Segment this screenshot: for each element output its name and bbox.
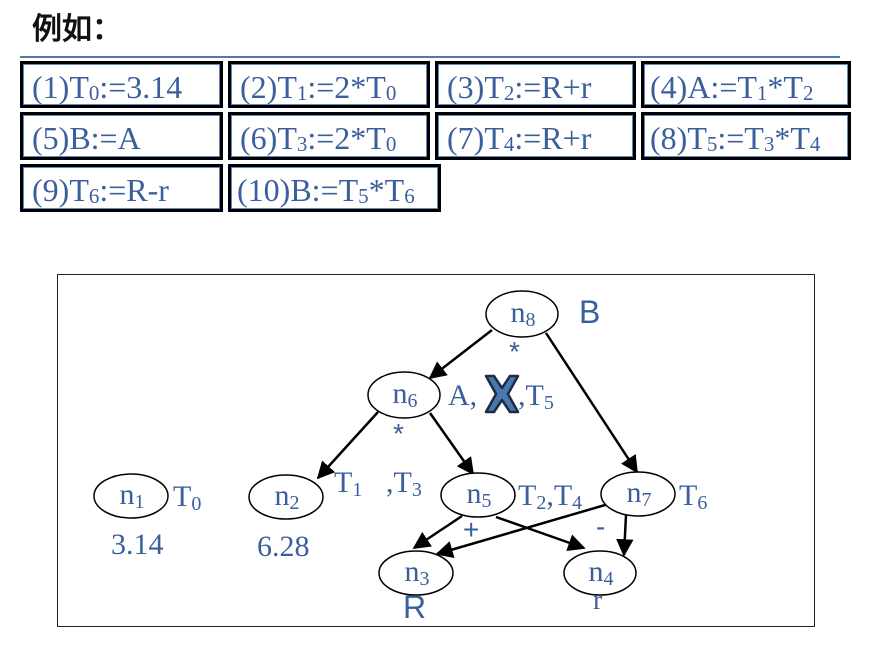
node-label-n1: n1 <box>119 478 145 513</box>
instruction-cell: (6)T3:=2*T0 <box>228 112 430 160</box>
node-label-n8: n8 <box>510 296 536 331</box>
edge-n6-n5 <box>428 412 475 476</box>
n2-value: 6.28 <box>257 530 310 563</box>
n5-identifiers: T2,T4 <box>518 479 583 514</box>
n6-identifiers: A, <box>448 379 478 412</box>
n1-value: 3.14 <box>111 528 164 561</box>
instruction-cell: (7)T4:=R+r <box>435 112 636 160</box>
n4-value: r <box>593 585 603 616</box>
n5-operator: + <box>463 514 480 545</box>
edge-n5-n3 <box>412 514 463 550</box>
n8-operator: * <box>509 336 520 367</box>
node-label-n2: n2 <box>274 479 300 514</box>
dag-frame <box>57 274 815 627</box>
node-n3 <box>378 550 454 596</box>
node-n2 <box>248 474 324 520</box>
x-mark-icon <box>484 374 520 414</box>
node-n4 <box>563 550 637 596</box>
page-title: 例如： <box>32 12 122 47</box>
edge-n5-n4 <box>495 515 586 552</box>
node-n5 <box>440 472 516 518</box>
edge-n7-n4 <box>616 514 634 557</box>
title-underline <box>20 56 840 58</box>
n6-identifier-t5: ,T5 <box>518 379 554 414</box>
n2-identifier-t3: ,T3 <box>386 466 422 501</box>
n3-value: R <box>403 589 427 625</box>
instruction-cell: (5)B:=A <box>20 112 223 160</box>
node-label-n5: n5 <box>466 477 492 512</box>
node-label-n4: n4 <box>588 555 614 590</box>
instruction-cell: (1)T0:=3.14 <box>20 61 223 108</box>
edge-n7-n3 <box>435 501 613 558</box>
instruction-cell: (9)T6:=R-r <box>20 164 223 212</box>
n2-identifier-t1: T1 <box>334 466 363 501</box>
n1-identifier: T0 <box>173 480 202 515</box>
edge-n8-n7 <box>544 332 639 474</box>
node-label-n7: n7 <box>626 476 652 511</box>
node-label-n3: n3 <box>404 555 430 590</box>
instruction-cell: (3)T2:=R+r <box>435 61 636 108</box>
n6-operator: * <box>393 418 404 449</box>
instruction-cell: (4)A:=T1*T2 <box>641 61 851 108</box>
instruction-cell: (10)B:=T5*T6 <box>228 164 441 212</box>
node-label-n6: n6 <box>392 377 418 412</box>
node-n6 <box>367 371 441 419</box>
edge-n6-n2 <box>316 411 379 480</box>
node-n7 <box>600 471 676 517</box>
node-n1 <box>93 473 169 519</box>
edge-n8-n6 <box>428 329 493 380</box>
n8-identifier: B <box>579 294 601 330</box>
n7-identifier: T6 <box>679 479 708 514</box>
instruction-cell: (8)T5:=T3*T4 <box>641 112 851 160</box>
node-n8 <box>485 290 559 338</box>
instruction-cell: (2)T1:=2*T0 <box>228 61 430 108</box>
n7-operator: - <box>596 511 606 542</box>
